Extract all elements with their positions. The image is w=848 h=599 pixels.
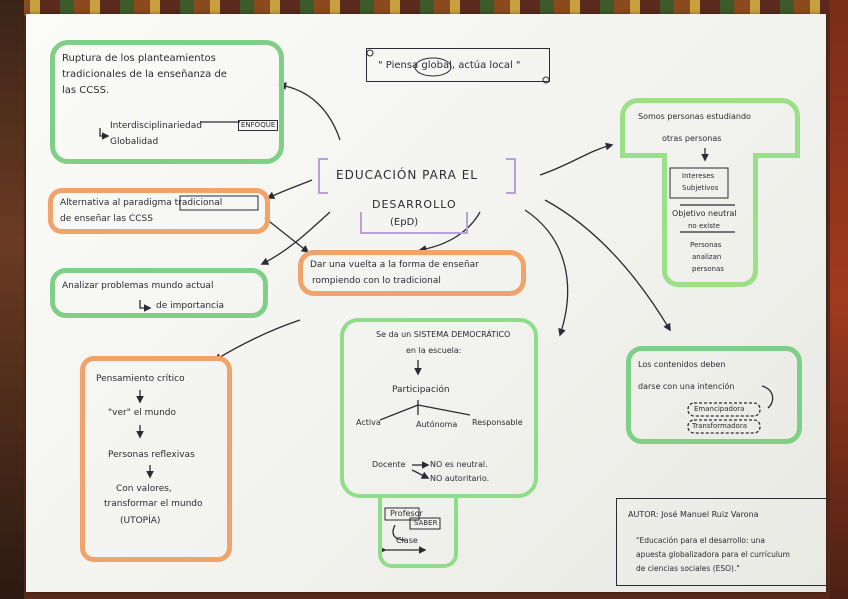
sistema-no-autoritario: NO autoritario. xyxy=(430,474,490,483)
contenidos-l1: Los contenidos deben xyxy=(638,360,726,369)
pensamiento-l6: (UTOPÍA) xyxy=(120,516,161,526)
somos-l3: Intereses xyxy=(682,172,715,180)
sistema-profesor: Profesor xyxy=(390,509,423,518)
somos-box-top xyxy=(620,98,800,158)
somos-l9: personas xyxy=(692,265,724,273)
autor-l3: apuesta globalizadora para el currículum xyxy=(636,550,790,559)
sistema-l2: en la escuela: xyxy=(406,346,462,355)
dar-vuelta-line1: Dar una vuelta a la forma de enseñar xyxy=(310,260,479,270)
sistema-responsable: Responsable xyxy=(472,418,523,427)
somos-l1: Somos personas estudiando xyxy=(638,112,751,121)
ruptura-line3: las CCSS. xyxy=(62,85,110,96)
title-line3: (EpD) xyxy=(390,217,419,228)
somos-box-stem xyxy=(662,153,758,287)
pensamiento-l2: "ver" el mundo xyxy=(108,408,176,418)
quote-box xyxy=(366,48,550,82)
analizar-line1: Analizar problemas mundo actual xyxy=(62,281,214,291)
autor-l4: de ciencias sociales (ESO)." xyxy=(636,564,740,573)
alternativa-box xyxy=(48,188,270,234)
ruptura-line1: Ruptura de los planteamientos xyxy=(62,53,216,64)
contenidos-l2: darse con una intención xyxy=(638,382,735,391)
somos-l4: Subjetivos xyxy=(682,184,719,192)
sistema-saber: SABER xyxy=(414,519,438,527)
title-line2: DESARROLLO xyxy=(372,198,457,211)
somos-l5: Objetivo neutral xyxy=(672,209,737,218)
alternativa-line2: de enseñar las CCSS xyxy=(60,214,153,224)
pensamiento-l5: transformar el mundo xyxy=(104,499,203,509)
sistema-docente: Docente xyxy=(372,460,406,469)
somos-l7: Personas xyxy=(690,241,722,249)
title-bracket-left xyxy=(318,158,328,194)
somos-box-shoulder-right xyxy=(753,153,800,158)
contenidos-box xyxy=(626,346,802,444)
title-underline xyxy=(360,212,468,234)
contenidos-l3: Emancipadora xyxy=(694,405,745,413)
autor-l2: "Educación para el desarrollo: una xyxy=(636,536,765,545)
somos-box-shoulder-left xyxy=(620,153,667,158)
pensamiento-l4: Con valores, xyxy=(116,484,172,494)
pensamiento-l3: Personas reflexivas xyxy=(108,450,195,460)
ruptura-item2: Globalidad xyxy=(110,137,159,147)
autor-box xyxy=(616,498,830,586)
title-line1: EDUCACIÓN PARA EL xyxy=(336,168,478,182)
ruptura-line2: tradicionales de la enseñanza de xyxy=(62,69,227,80)
alternativa-line1: Alternativa al paradigma tradicional xyxy=(60,198,223,208)
sistema-autonoma: Autónoma xyxy=(416,420,458,429)
somos-l8: analizan xyxy=(692,253,722,261)
sistema-box xyxy=(340,318,538,498)
ruptura-box xyxy=(50,40,284,164)
dar-vuelta-line2: rompiendo con lo tradicional xyxy=(312,276,441,286)
autor-l1: AUTOR: José Manuel Ruiz Varona xyxy=(628,510,759,519)
sistema-participacion: Participación xyxy=(392,385,450,395)
background-fabric-top xyxy=(0,0,848,16)
contenidos-l4: Transformadora xyxy=(692,422,748,430)
background-fabric-left xyxy=(0,0,24,599)
sistema-clase: Clase xyxy=(396,536,418,545)
ruptura-tag: ENFOQUE xyxy=(238,120,279,132)
sistema-l1: Se da un SISTEMA DEMOCRÁTICO xyxy=(376,330,511,339)
background-fabric-right xyxy=(830,0,848,599)
analizar-box xyxy=(50,268,268,318)
sistema-box-stem xyxy=(378,494,458,568)
pensamiento-box xyxy=(80,356,232,562)
pensamiento-l1: Pensamiento crítico xyxy=(96,374,185,384)
sistema-activa: Activa xyxy=(356,418,381,427)
ruptura-item1: Interdisciplinariedad xyxy=(110,121,202,131)
sistema-no-neutral: NO es neutral. xyxy=(430,460,488,469)
analizar-line2: de importancia xyxy=(156,301,225,311)
quote-text: " Piensa global, actúa local " xyxy=(378,60,521,71)
somos-l2: otras personas xyxy=(662,134,722,143)
somos-l6: no existe xyxy=(688,222,720,230)
dar-vuelta-box xyxy=(298,250,526,296)
title-bracket-right xyxy=(506,158,516,194)
